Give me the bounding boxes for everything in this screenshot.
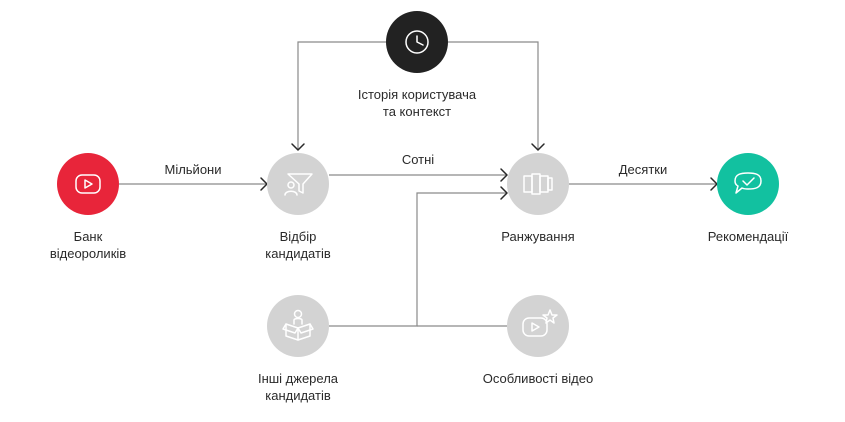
node-ranking-label: Ранжування [501,229,574,244]
arrowhead-history-ranking [531,143,545,151]
arrowhead-ranking-bottom [500,186,508,200]
edge-history-ranking [448,41,539,150]
arrowhead-ranking-top [500,168,508,182]
node-history-label-line2: та контекст [383,104,451,119]
edge-history-candidates [297,41,386,150]
box-person-icon [282,309,314,341]
ranking-icon [523,173,553,195]
edge-label-tens: Десятки [619,162,667,177]
node-recommendations-label: Рекомендації [708,229,789,244]
play-icon [75,174,101,194]
edge-label-millions: Мільйони [164,162,221,177]
video-star-icon [522,309,558,337]
clock-icon [405,30,429,54]
node-other-sources-circle [267,295,329,357]
edge-label-hundreds: Сотні [402,152,434,167]
node-video-features-label: Особливості відео [483,371,593,386]
node-recommendations: Рекомендації [708,153,789,244]
node-ranking: Ранжування [501,153,575,244]
arrowhead-history-candidates [291,143,305,151]
node-other-sources-label-line1: Інші джерела [258,371,339,386]
node-other-sources-label-line2: кандидатів [265,388,331,403]
chat-check-icon [734,172,762,194]
node-video-features: Особливості відео [483,295,593,386]
connectors [119,41,717,327]
node-ranking-circle [507,153,569,215]
node-bank-label-line1: Банк [74,229,103,244]
edge-sources-ranking [329,192,507,327]
node-other-sources: Інші джерела кандидатів [258,295,339,403]
node-candidates-label-line1: Відбір [280,229,317,244]
node-history: Історія користувача та контекст [358,11,477,119]
node-bank-label-line2: відеороликів [50,246,126,261]
node-candidates-label-line2: кандидатів [265,246,331,261]
filter-person-icon [284,173,313,196]
node-bank: Банк відеороликів [50,153,126,261]
node-bank-circle [57,153,119,215]
node-candidates: Відбір кандидатів [265,153,331,261]
node-history-label-line1: Історія користувача [358,87,477,102]
